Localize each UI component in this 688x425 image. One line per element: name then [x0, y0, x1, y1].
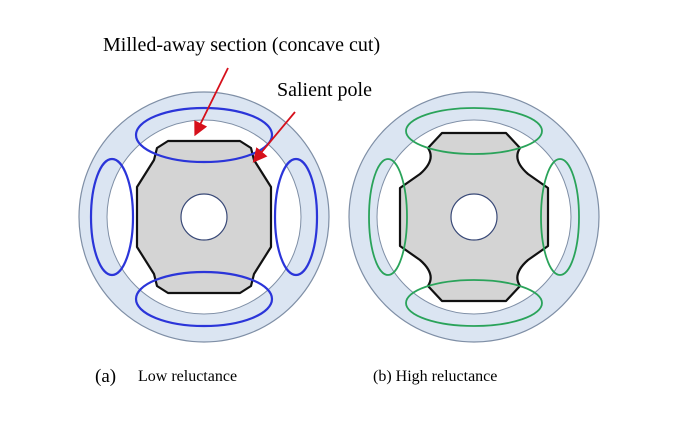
caption-a-text: Low reluctance [138, 368, 238, 385]
flux-loop-a-bottom [134, 270, 274, 328]
flux-loop-b-bottom [405, 279, 543, 327]
flux-loop-b-right [540, 158, 580, 276]
flux-loop-a-top [134, 106, 274, 164]
flux-loop-a-left [89, 157, 135, 277]
flux-loop-b-top [405, 107, 543, 155]
caption-a-tag: (a) [95, 366, 117, 387]
shaft-bore-a [180, 193, 228, 241]
arrow-milled [194, 67, 229, 137]
annotation-milled-away: Milled-away section (concave cut) [103, 34, 381, 56]
flux-loop-b-left [368, 158, 408, 276]
flux-loop-a-right [273, 157, 319, 277]
arrow-salient-pole [252, 111, 296, 163]
motor-a [78, 67, 330, 343]
annotation-salient-pole: Salient pole [277, 79, 372, 101]
shaft-bore-b [450, 193, 498, 241]
caption-b: (b) High reluctance [373, 368, 498, 385]
motor-b [348, 91, 600, 343]
